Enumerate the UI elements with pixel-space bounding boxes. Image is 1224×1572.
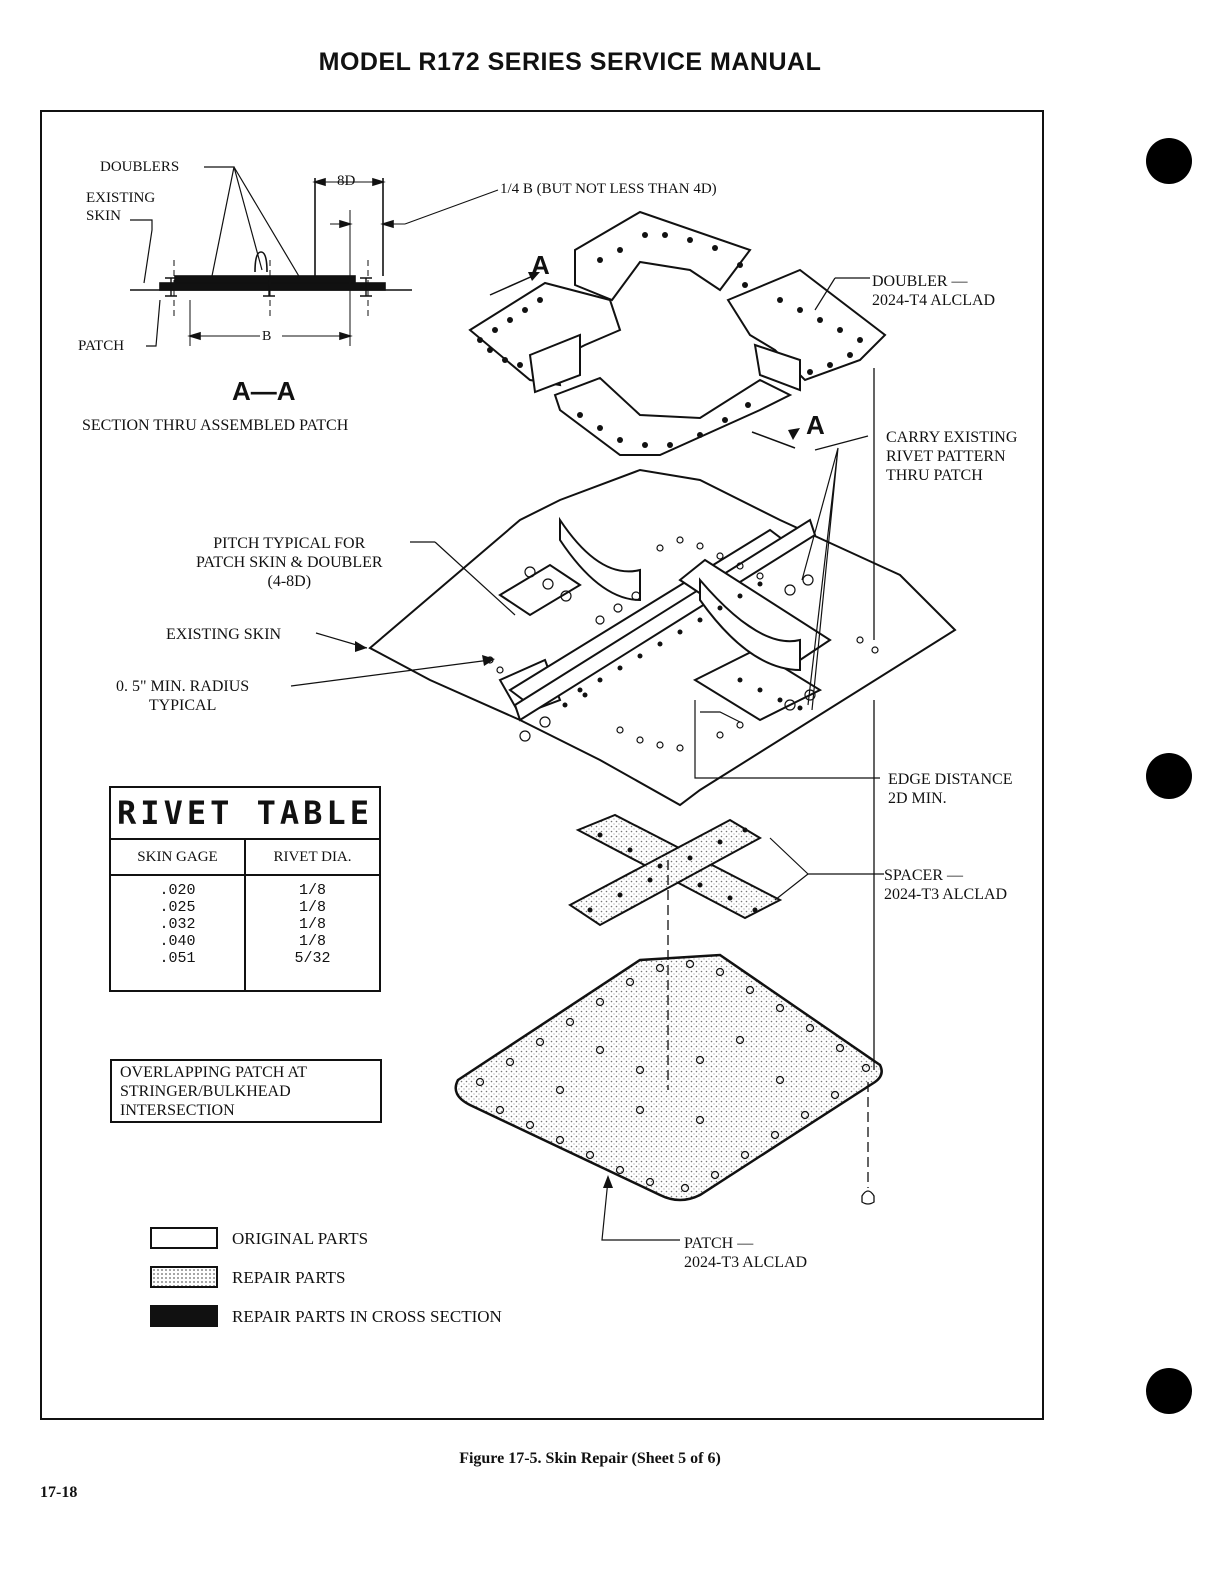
label-doubler: DOUBLER — 2024-T4 ALCLAD [872,273,996,309]
legend-label-cross-section: REPAIR PARTS IN CROSS SECTION [232,1307,502,1326]
figure-frame [40,110,1044,1420]
label-existing-skin-section: EXISTING SKIN [86,190,156,224]
table-cell: 5/32 [294,950,331,967]
callout-leaders [290,435,884,1241]
binder-hole-bottom [1146,1368,1192,1414]
section-caption: SECTION THRU ASSEMBLED PATCH [82,417,349,434]
section-a-a-view [130,166,499,347]
table-cell: 1/8 [298,899,326,916]
table-cell: .051 [159,950,196,967]
label-spacer: SPACER — 2024-T3 ALCLAD [884,867,1008,903]
table-cell: 1/8 [298,882,326,899]
section-letter-a-a: A—A [232,376,296,406]
section-marker-bottom: A [806,410,825,440]
existing-skin-part [368,468,957,807]
doubler-part [468,210,887,456]
label-edge-distance: EDGE DISTANCE 2D MIN. [888,771,1013,807]
label-patch: PATCH — 2024-T3 ALCLAD [684,1235,808,1271]
binder-hole-top [1146,138,1192,184]
section-marker-top: A [531,250,550,280]
rivet-table: RIVET TABLE SKIN GAGE RIVET DIA. .020 .0… [109,786,381,992]
table-cell: .032 [159,916,196,933]
legend-swatch-repair [150,1266,218,1288]
page-number: 17-18 [40,1484,78,1501]
table-cell: .020 [159,882,196,899]
page-title: MODEL R172 SERIES SERVICE MANUAL [318,48,822,76]
intersection-note: OVERLAPPING PATCH AT STRINGER/BULKHEAD I… [110,1059,382,1123]
label-patch-section: PATCH [78,338,125,354]
dimension-b: B [262,329,272,344]
binder-hole-middle [1146,753,1192,799]
label-radius: 0. 5" MIN. RADIUS TYPICAL [116,678,250,714]
patch-part [454,953,883,1202]
figure-caption: Figure 17-5. Skin Repair (Sheet 5 of 6) [459,1450,721,1467]
label-existing-skin: EXISTING SKIN [166,626,282,643]
table-cell: .040 [159,933,196,950]
label-pitch: PITCH TYPICAL FOR PATCH SKIN & DOUBLER (… [196,535,383,590]
spacer-part [568,813,783,927]
assembly-centerlines [667,368,875,1205]
dimension-8d: 8D [337,173,356,189]
table-cell: .025 [159,899,196,916]
table-cell: 1/8 [298,933,326,950]
dimension-quarter-b: 1/4 B (BUT NOT LESS THAN 4D) [500,181,717,197]
legend-swatch-original [150,1227,218,1249]
rivet-table-header-rivet: RIVET DIA. [273,849,352,865]
rivet-table-header-skin: SKIN GAGE [111,840,246,874]
rivet-table-rivet-column: 1/8 1/8 1/8 1/8 5/32 [246,876,379,992]
legend-label-original: ORIGINAL PARTS [232,1229,369,1248]
legend-swatch-cross-section [150,1305,218,1327]
label-carry-pattern: CARRY EXISTING RIVET PATTERN THRU PATCH [886,429,1018,484]
rivet-table-title: RIVET TABLE [111,788,379,840]
rivet-table-skin-column: .020 .025 .032 .040 .051 [111,876,246,992]
table-cell: 1/8 [298,916,326,933]
legend-label-repair: REPAIR PARTS [232,1268,346,1287]
label-doublers: DOUBLERS [100,159,180,175]
